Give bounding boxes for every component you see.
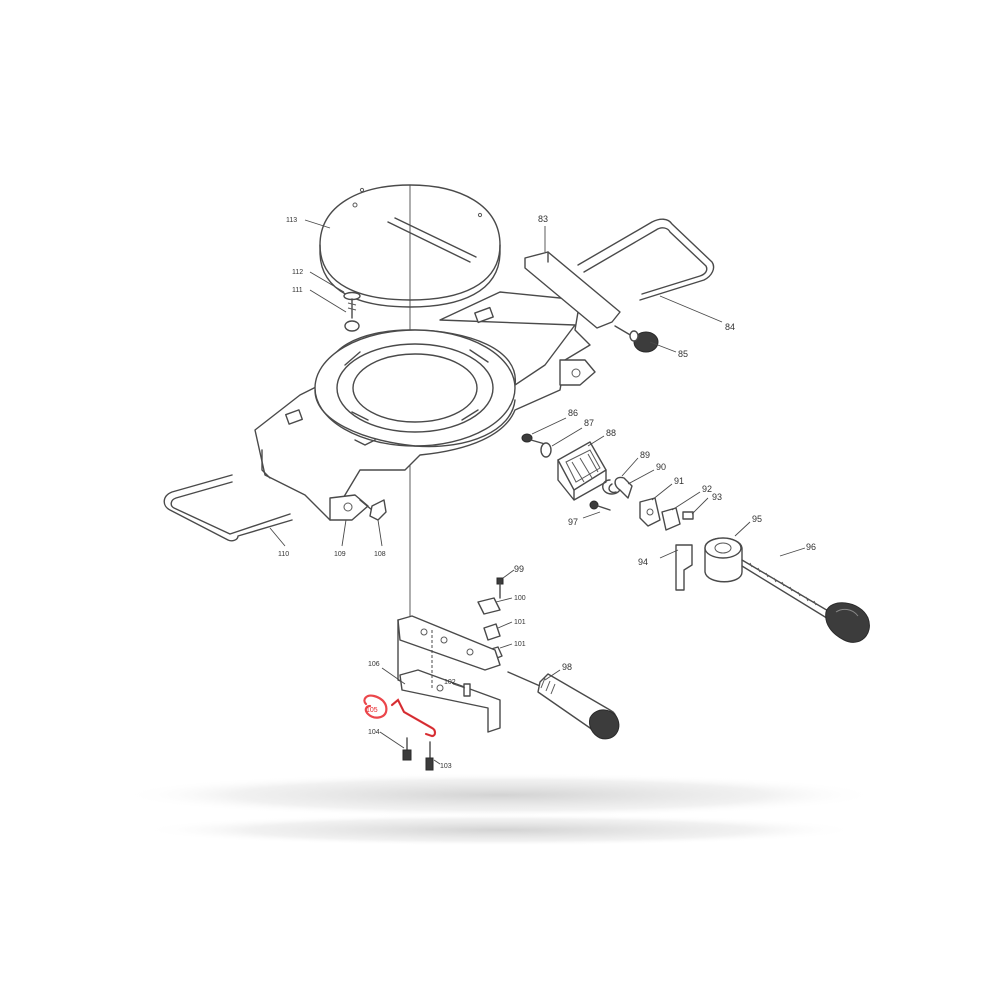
callout-90: 90 bbox=[656, 462, 666, 472]
part-97-screw bbox=[589, 500, 611, 511]
callout-94: 94 bbox=[638, 557, 648, 567]
callout-89: 89 bbox=[640, 450, 650, 460]
callout-106: 106 bbox=[368, 661, 380, 668]
part-110-support-rod bbox=[163, 474, 293, 542]
callout-83: 83 bbox=[538, 214, 548, 224]
callout-100: 100 bbox=[514, 595, 526, 602]
callout-102: 102 bbox=[444, 679, 456, 686]
callout-85: 85 bbox=[678, 349, 688, 359]
part-95-hub bbox=[704, 537, 743, 583]
part-86-bolt bbox=[521, 433, 546, 445]
part-108-wing-bolt bbox=[359, 499, 387, 521]
part-103-screw bbox=[425, 741, 434, 771]
part-88-lock-block bbox=[557, 441, 607, 501]
part-84-support-rod bbox=[577, 218, 715, 301]
part-92-93-clip bbox=[661, 507, 694, 531]
part-87-washer bbox=[540, 442, 552, 458]
part-104-bolt bbox=[402, 737, 412, 761]
part-102-pin bbox=[463, 683, 471, 697]
callout-98: 98 bbox=[562, 662, 572, 672]
part-111-112-screw bbox=[343, 291, 361, 332]
callout-101-upper: 101 bbox=[514, 619, 526, 626]
callout-93: 93 bbox=[712, 492, 722, 502]
part-105-latch bbox=[390, 698, 437, 738]
callout-88: 88 bbox=[606, 428, 616, 438]
callout-96: 96 bbox=[806, 542, 816, 552]
part-83-arm bbox=[524, 251, 621, 329]
part-base-assembly bbox=[254, 291, 596, 521]
callout-103: 103 bbox=[440, 763, 452, 770]
part-99-bolt bbox=[496, 577, 504, 599]
floor-shadow-lower bbox=[140, 814, 860, 846]
highlight-marker-105 bbox=[363, 694, 388, 719]
part-90-cam bbox=[614, 476, 633, 499]
part-94-lever bbox=[675, 544, 693, 591]
part-bracket bbox=[397, 615, 501, 733]
leader-lines bbox=[269, 219, 806, 765]
callout-labels: 113 112 111 83 84 85 86 87 88 89 90 91 9… bbox=[278, 214, 816, 770]
callout-97: 97 bbox=[568, 517, 578, 527]
callout-110: 110 bbox=[278, 551, 289, 558]
callout-101-lower: 101 bbox=[514, 641, 526, 648]
callout-105: 105 bbox=[366, 707, 378, 714]
callout-112: 112 bbox=[292, 269, 303, 276]
callout-99: 99 bbox=[514, 564, 524, 574]
part-96-handle-rod bbox=[741, 559, 870, 643]
callout-91: 91 bbox=[674, 476, 684, 486]
part-85-knob bbox=[614, 325, 659, 353]
callout-111: 111 bbox=[292, 287, 303, 294]
floor-shadow-upper bbox=[120, 773, 880, 817]
callout-109: 109 bbox=[334, 551, 346, 558]
callout-95: 95 bbox=[752, 514, 762, 524]
part-91-plate bbox=[639, 497, 661, 527]
callout-92: 92 bbox=[702, 484, 712, 494]
callout-113: 113 bbox=[286, 217, 297, 224]
callout-104: 104 bbox=[368, 729, 380, 736]
callout-87: 87 bbox=[584, 418, 594, 428]
part-98-handle bbox=[507, 671, 620, 740]
callout-108: 108 bbox=[374, 551, 386, 558]
callout-86: 86 bbox=[568, 408, 578, 418]
callout-84: 84 bbox=[725, 322, 735, 332]
part-100-nut bbox=[477, 597, 501, 615]
